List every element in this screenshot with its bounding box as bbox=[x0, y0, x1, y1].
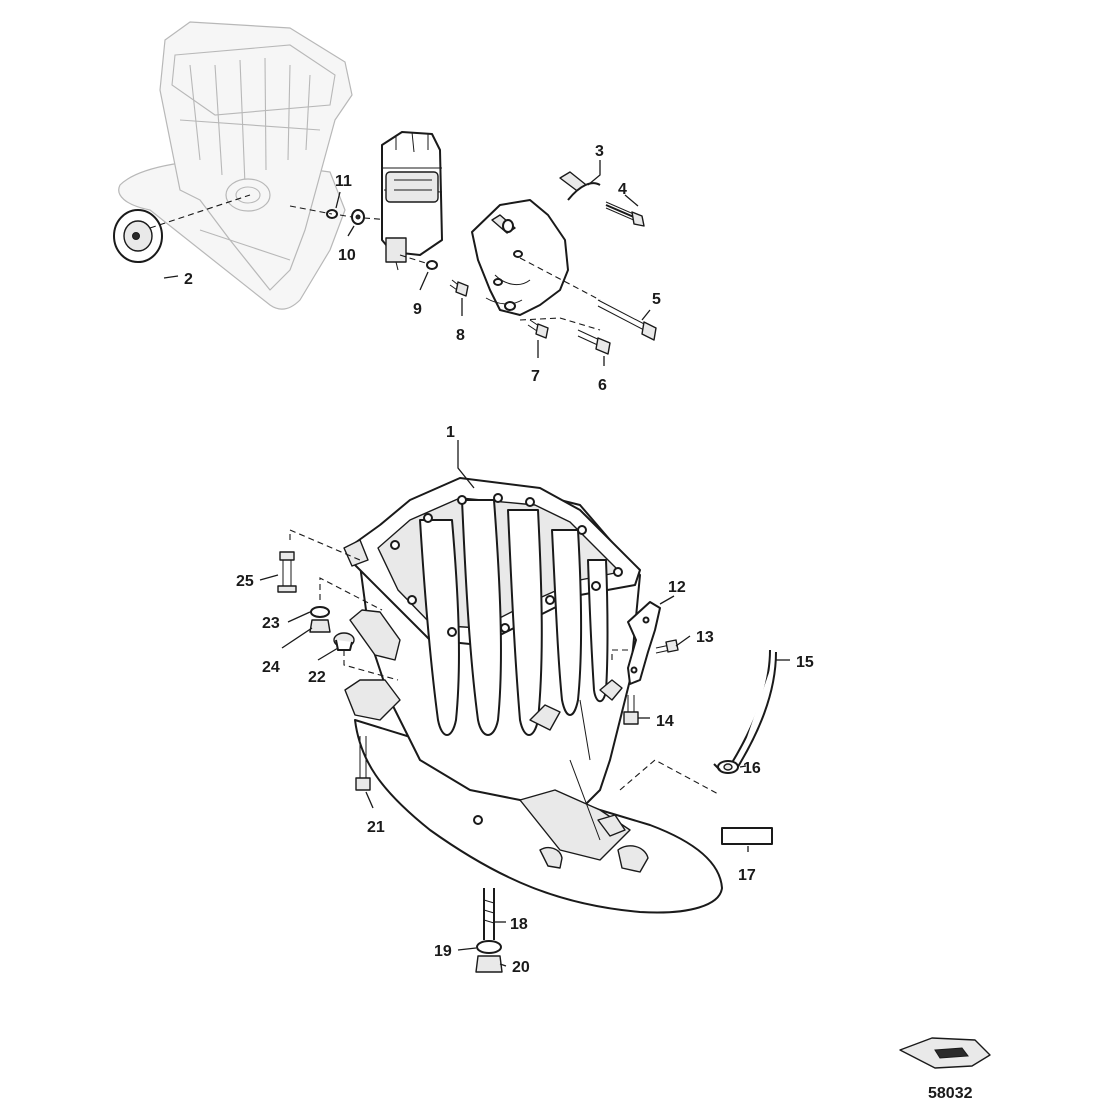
part-16-clamp bbox=[713, 760, 739, 774]
part-6-bolt bbox=[577, 329, 611, 355]
part-17-decal bbox=[721, 827, 773, 845]
part-18-stud bbox=[483, 888, 495, 940]
callout-23: 23 bbox=[262, 615, 280, 632]
reference-driveshaft-housing bbox=[118, 21, 353, 310]
callout-4: 4 bbox=[618, 181, 627, 198]
reference-thumbnail-icon bbox=[899, 1037, 991, 1069]
callout-15: 15 bbox=[796, 654, 814, 671]
callout-6: 6 bbox=[598, 377, 607, 394]
callout-8: 8 bbox=[456, 327, 465, 344]
part-15-hose bbox=[729, 649, 777, 771]
callout-12: 12 bbox=[668, 579, 686, 596]
callout-11: 11 bbox=[335, 173, 352, 190]
part-4-bolt bbox=[605, 201, 645, 227]
part-5-long-bolt bbox=[597, 299, 657, 341]
part-9-washer bbox=[426, 260, 438, 270]
callout-25: 25 bbox=[236, 573, 254, 590]
part-19-washer bbox=[476, 940, 502, 954]
callout-20: 20 bbox=[512, 959, 530, 976]
part-22-plug bbox=[333, 632, 355, 651]
part-1-driveshaft-housing bbox=[343, 477, 723, 914]
part-8-bolt bbox=[449, 279, 469, 297]
callout-7: 7 bbox=[531, 368, 540, 385]
callout-labels: 1 2 3 4 5 6 7 8 9 10 11 12 13 14 15 16 1… bbox=[184, 143, 814, 976]
callout-14: 14 bbox=[656, 713, 674, 730]
fuel-filter-assembly bbox=[381, 131, 443, 271]
part-12-bracket bbox=[627, 601, 661, 685]
part-10-11-washers bbox=[326, 209, 365, 225]
part-20-nut bbox=[475, 955, 503, 973]
callout-1: 1 bbox=[446, 424, 455, 441]
callout-3: 3 bbox=[595, 143, 604, 160]
callout-16: 16 bbox=[743, 760, 761, 777]
callout-22: 22 bbox=[308, 669, 326, 686]
callout-21: 21 bbox=[367, 819, 385, 836]
callout-18: 18 bbox=[510, 916, 528, 933]
callout-19: 19 bbox=[434, 943, 452, 960]
callout-10: 10 bbox=[338, 247, 356, 264]
part-2-anode bbox=[113, 209, 163, 263]
part-24-nut bbox=[309, 619, 331, 633]
callout-24: 24 bbox=[262, 659, 280, 676]
part-14-bolt bbox=[623, 695, 639, 725]
reference-number: 58032 bbox=[928, 1085, 973, 1100]
callout-2: 2 bbox=[184, 271, 193, 288]
part-21-bolt bbox=[355, 736, 371, 791]
callout-5: 5 bbox=[652, 291, 661, 308]
part-25-bolt bbox=[277, 551, 297, 593]
part-13-bolt bbox=[655, 639, 679, 654]
callout-13: 13 bbox=[696, 629, 714, 646]
part-3-bracket bbox=[471, 171, 601, 316]
leader-lines bbox=[163, 160, 790, 967]
part-7-bolt bbox=[527, 319, 549, 339]
callout-17: 17 bbox=[738, 867, 756, 884]
callout-9: 9 bbox=[413, 301, 422, 318]
part-23-washer bbox=[310, 606, 330, 618]
